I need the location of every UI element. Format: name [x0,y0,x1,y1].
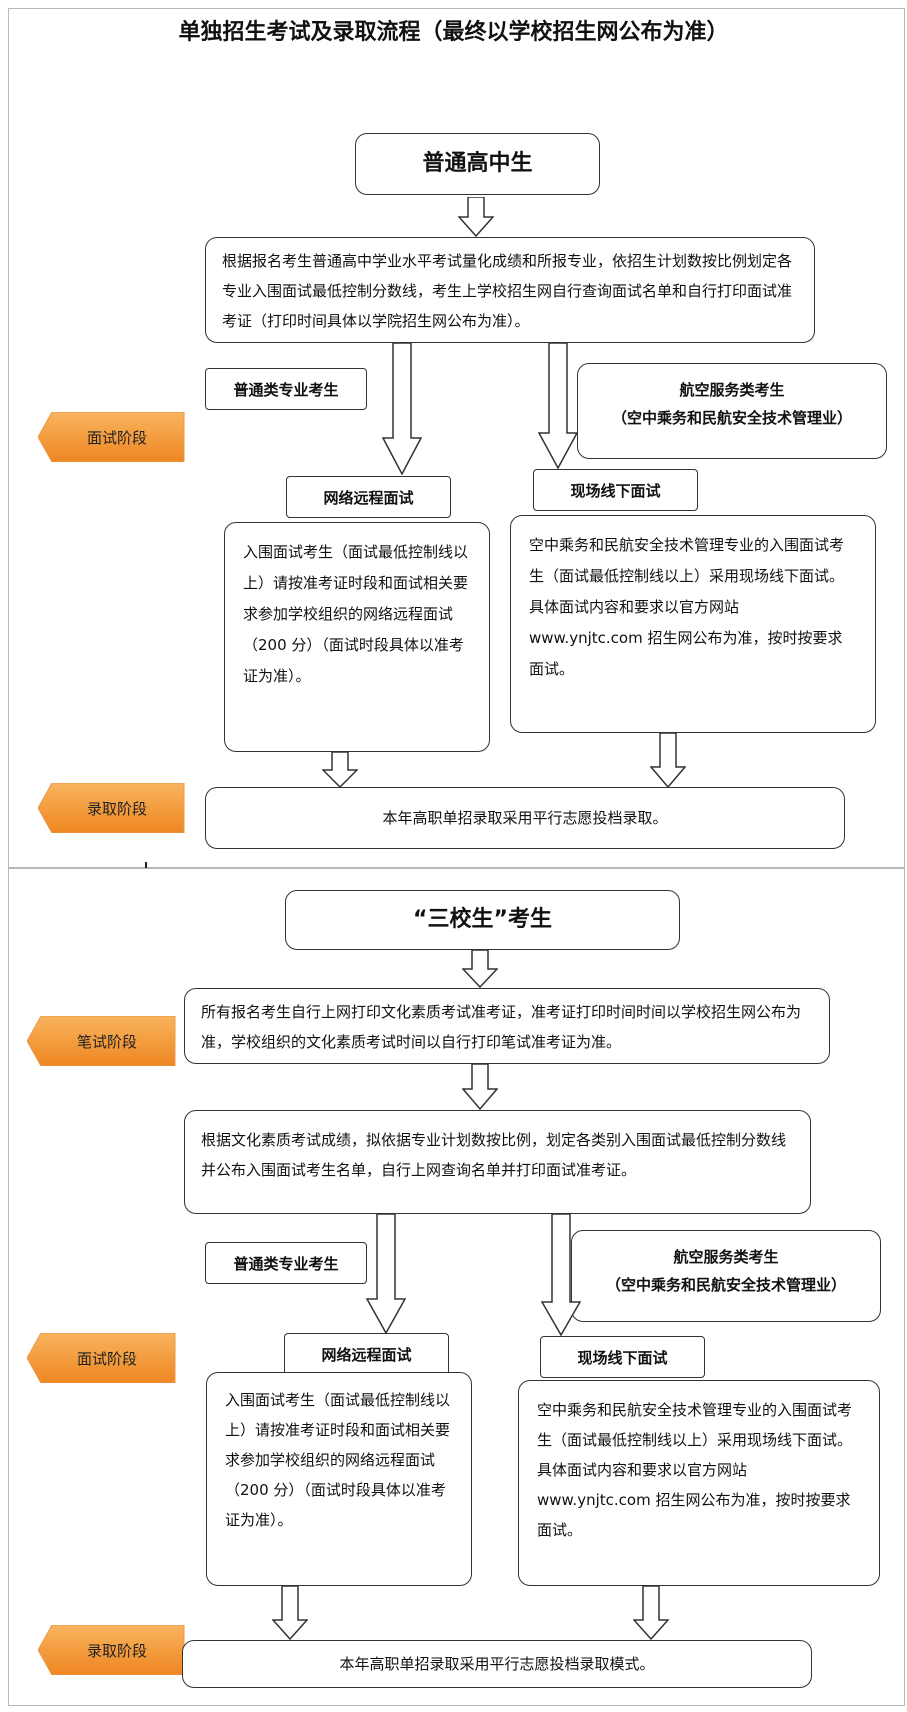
aviation-box-2: 航空服务类考生 （空中乘务和民航安全技术管理业） [571,1230,881,1322]
arrow-offline-to-admission-2 [633,1586,669,1640]
page-title: 单独招生考试及录取流程（最终以学校招生网公布为准） [178,20,729,45]
arrow-cutoff-to-online [366,1214,406,1334]
stage-tag-interview-label: 面试阶段 [86,428,147,447]
arrow-written-to-cutoff [462,1064,498,1110]
offline-interview-text: 空中乘务和民航安全技术管理专业的入围面试考生（面试最低控制线以上）采用现场线下面… [510,515,876,733]
stage-tag-written: 笔试阶段 [27,1016,177,1066]
stage-tag-admission-label: 录取阶段 [86,799,147,818]
heading-three-school: “三校生”考生 [285,890,680,950]
arrow-offline-to-admission [650,733,686,788]
general-label: 普通类专业考生 [205,368,367,410]
heading-general-high-school: 普通高中生 [355,133,600,195]
arrow-online-to-admission [322,752,358,788]
arrow-heading-to-intro [458,197,494,237]
stage-tag-admission: 录取阶段 [38,783,186,833]
online-interview-text: 入围面试考生（面试最低控制线以上）请按准考证时段和面试相关要求参加学校组织的网络… [224,522,490,752]
intro-box: 根据报名考生普通高中学业水平考试量化成绩和所报专业，依招生计划数按比例划定各专业… [205,237,815,343]
online-interview-label: 网络远程面试 [286,476,451,518]
admission-box-2: 本年高职单招录取采用平行志愿投档录取模式。 [182,1640,812,1688]
stage-tag-interview-2: 面试阶段 [27,1333,177,1383]
aviation-title: 航空服务类考生 [679,381,785,399]
stage-tag-written-label: 笔试阶段 [76,1032,137,1051]
stage-tag-admission-2-label: 录取阶段 [86,1641,147,1660]
aviation-title-2: 航空服务类考生 [673,1248,779,1266]
arrow-cutoff-to-offline [541,1214,581,1336]
arrow-intro-to-offline [538,343,578,469]
aviation-subtitle: （空中乘务和民航安全技术管理业） [611,409,852,427]
stage-tag-interview: 面试阶段 [38,412,186,462]
arrow-heading2-to-written [462,950,498,988]
online-interview-text-2: 入围面试考生（面试最低控制线以上）请按准考证时段和面试相关要求参加学校组织的网络… [206,1372,472,1586]
offline-interview-label-2: 现场线下面试 [540,1336,705,1378]
online-interview-label-2: 网络远程面试 [284,1333,449,1375]
arrow-intro-to-online [382,343,422,475]
offline-interview-text-2: 空中乘务和民航安全技术管理专业的入围面试考生（面试最低控制线以上）采用现场线下面… [518,1380,880,1586]
offline-interview-label: 现场线下面试 [533,469,698,511]
aviation-subtitle-2: （空中乘务和民航安全技术管理业） [605,1276,846,1294]
cutoff-box: 根据文化素质考试成绩，拟依据专业计划数按比例，划定各类别入围面试最低控制分数线并… [184,1110,811,1214]
general-label-2: 普通类专业考生 [205,1242,367,1284]
written-exam-box: 所有报名考生自行上网打印文化素质考试准考证，准考证打印时间时间以学校招生网公布为… [184,988,830,1064]
admission-box: 本年高职单招录取采用平行志愿投档录取。 [205,787,845,849]
stage-tag-interview-2-label: 面试阶段 [76,1349,137,1368]
separator-mark [145,862,147,870]
stage-tag-admission-2: 录取阶段 [38,1625,186,1675]
aviation-box: 航空服务类考生 （空中乘务和民航安全技术管理业） [577,363,887,459]
arrow-online-to-admission-2 [272,1586,308,1640]
